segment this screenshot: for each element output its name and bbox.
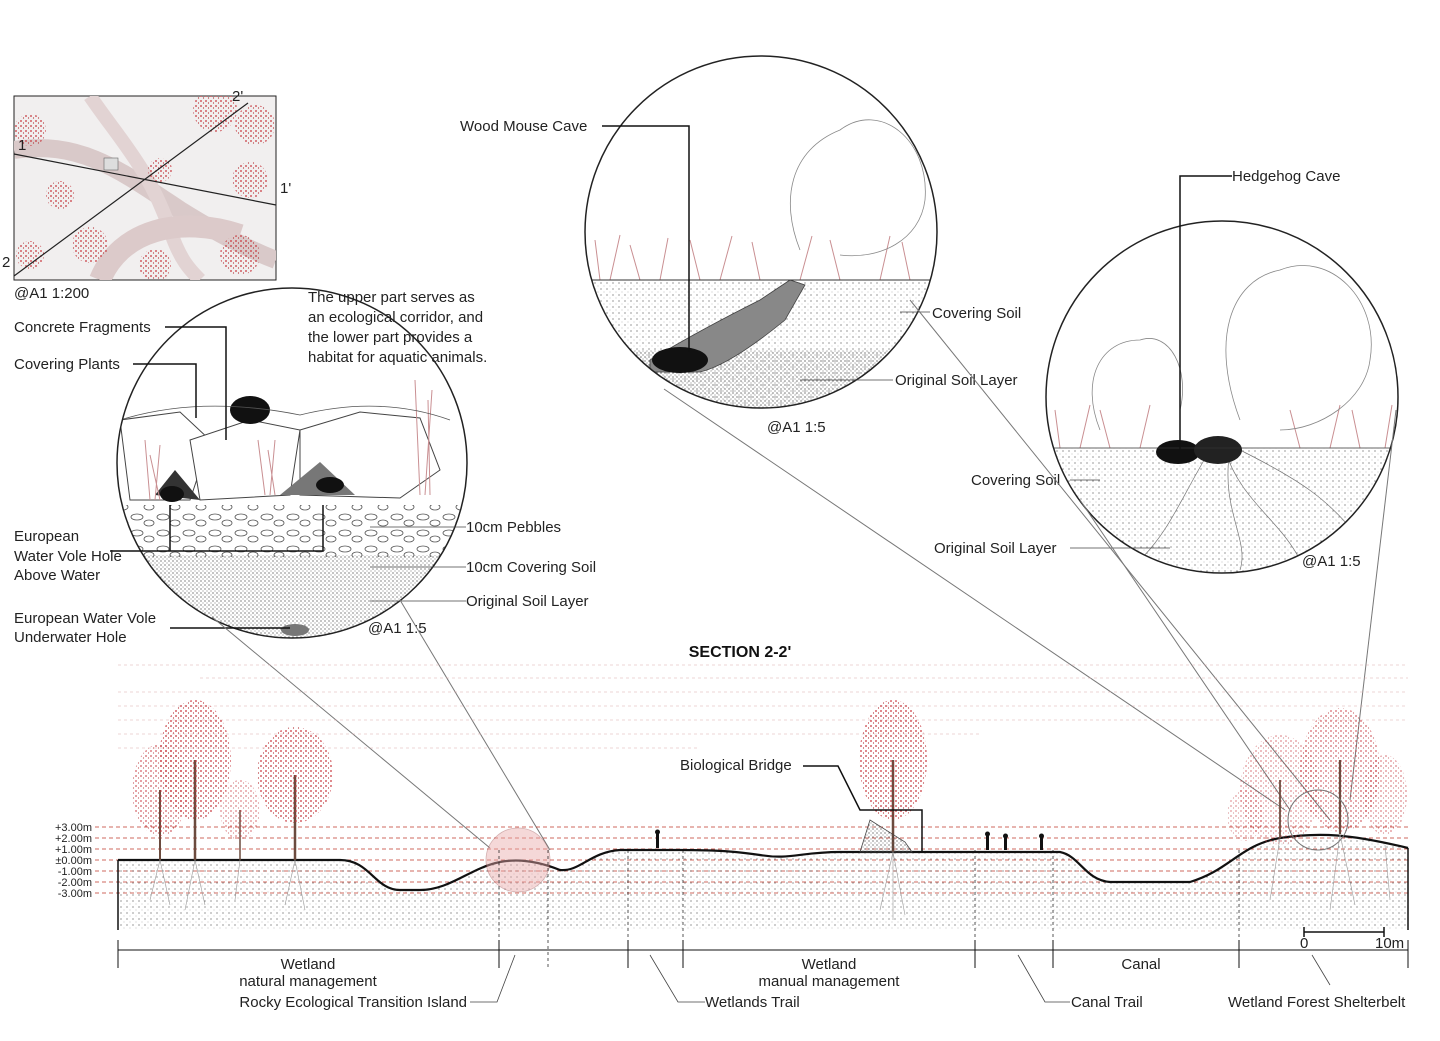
detail-right: Hedgehog Cave Covering Soil Original Soi…	[934, 168, 1399, 574]
trees-left	[132, 700, 333, 911]
trees-right	[1227, 708, 1407, 911]
detail-left-note-line-4: habitat for aquatic animals.	[308, 349, 487, 366]
label-pebbles: 10cm Pebbles	[466, 519, 561, 536]
elevation-plus-2: +2.00m	[55, 833, 92, 845]
marker-1-prime: 1'	[280, 180, 291, 197]
detail-left-note-line-2: an ecological corridor, and	[308, 309, 483, 326]
zone-wetland-manual-1: Wetland	[802, 956, 857, 973]
section-title: SECTION 2-2'	[689, 644, 792, 661]
marker-2-prime: 2'	[232, 88, 243, 105]
detail-left-note-line-3: the lower part provides a	[308, 329, 473, 346]
leader-biological-bridge	[803, 765, 923, 852]
marker-2: 2	[2, 254, 10, 271]
label-wetlands-trail: Wetlands Trail	[705, 994, 800, 1011]
label-cover-soil-right: Covering Soil	[971, 472, 1060, 489]
leader-rocky	[470, 954, 516, 1003]
label-cover-soil-left: 10cm Covering Soil	[466, 559, 596, 576]
leader-hedgehog	[1179, 175, 1232, 450]
elevation-minus-1: -1.00m	[58, 866, 92, 878]
label-cover-soil-mid: Covering Soil	[932, 305, 1021, 322]
label-biological-bridge: Biological Bridge	[680, 757, 792, 774]
zone-wetland-natural-2: natural management	[239, 973, 377, 990]
people	[655, 829, 1044, 850]
scale-bar-zero: 0	[1300, 935, 1308, 952]
zone-wetland-natural-1: Wetland	[281, 956, 336, 973]
hedgehog-detail-marker	[1287, 789, 1349, 851]
zone-canal: Canal	[1121, 956, 1160, 973]
detail-left-circle	[116, 287, 468, 639]
label-orig-soil-right: Original Soil Layer	[934, 540, 1057, 557]
label-vole-above-2: Water Vole Hole	[14, 548, 122, 565]
detail-middle: Wood Mouse Cave Covering Soil Original S…	[460, 55, 1021, 436]
label-rocky-island: Rocky Ecological Transition Island	[239, 994, 467, 1011]
zone-wetland-manual-2: manual management	[759, 973, 901, 990]
elevation-minus-3: -3.00m	[58, 888, 92, 900]
key-plan: 1 1' 2 2' @A1 1:200	[2, 88, 291, 302]
label-hedgehog-cave: Hedgehog Cave	[1232, 168, 1340, 185]
label-vole-above-3: Above Water	[14, 567, 100, 584]
detail-right-scale: @A1 1:5	[1302, 553, 1361, 570]
leader-wood-mouse	[602, 125, 690, 352]
detail-middle-circle	[584, 55, 938, 409]
leader-concrete	[165, 326, 227, 440]
annotation-lines	[118, 664, 1408, 749]
detail-right-circle	[1045, 220, 1399, 574]
rocky-island-highlight	[485, 827, 551, 893]
label-orig-soil-left: Original Soil Layer	[466, 593, 589, 610]
biological-bridge	[859, 819, 913, 853]
label-vole-under-2: Underwater Hole	[14, 629, 127, 646]
section-line-2	[13, 102, 249, 277]
label-shelterbelt: Wetland Forest Shelterbelt	[1228, 994, 1406, 1011]
detail-middle-scale: @A1 1:5	[767, 419, 826, 436]
leader-plants	[133, 363, 197, 418]
elevation-zero: ±0.00m	[55, 855, 92, 867]
label-concrete-fragments: Concrete Fragments	[14, 319, 151, 336]
leader-wetlands-trail	[649, 954, 705, 1003]
ground-profile	[118, 833, 1409, 892]
label-vole-under-1: European Water Vole	[14, 610, 156, 627]
marker-1: 1	[18, 137, 26, 154]
detail-left-note-line-1: The upper part serves as	[308, 289, 475, 306]
zone-dimension-line	[117, 850, 1409, 968]
detail-left: The upper part serves as an ecological c…	[14, 287, 596, 646]
label-covering-plants: Covering Plants	[14, 356, 120, 373]
scale-bar: 0 10m	[1300, 927, 1404, 952]
label-vole-above-1: European	[14, 528, 79, 545]
ground-fill	[118, 834, 1408, 930]
key-plan-scale: @A1 1:200	[14, 285, 89, 302]
elevation-minus-2: -2.00m	[58, 877, 92, 889]
leader-shelterbelt	[1311, 954, 1331, 986]
scale-bar-ten: 10m	[1375, 935, 1404, 952]
leader-vole-above	[110, 505, 324, 552]
middle-tree	[859, 700, 927, 920]
label-wood-mouse-cave: Wood Mouse Cave	[460, 118, 587, 135]
leader-canal-trail	[1017, 954, 1070, 1003]
section-2-2: SECTION 2-2' +3.00m +2.00m +1.00m ±0.00m…	[55, 644, 1409, 1011]
label-orig-soil-mid: Original Soil Layer	[895, 372, 1018, 389]
elevation-plus-3: +3.00m	[55, 822, 92, 834]
label-canal-trail: Canal Trail	[1071, 994, 1143, 1011]
elevation-plus-1: +1.00m	[55, 844, 92, 856]
detail-left-scale: @A1 1:5	[368, 620, 427, 637]
